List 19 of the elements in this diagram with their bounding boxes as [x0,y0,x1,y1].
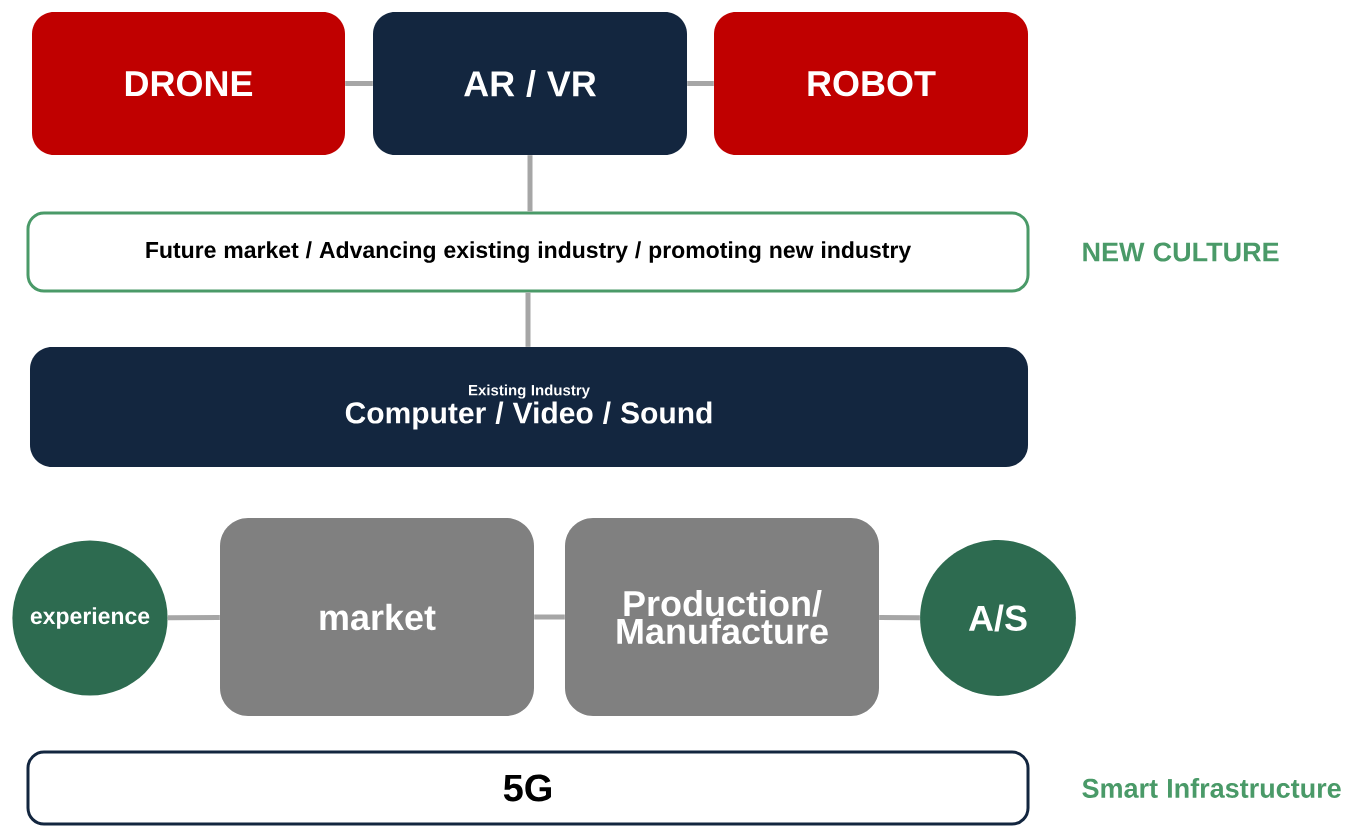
connector-line [527,155,533,212]
connector-line [345,81,373,86]
rounded-box: ROBOT [714,12,1028,155]
side-label: Smart Infrastructure [1082,778,1341,798]
circle-node: A/S [920,540,1076,696]
rounded-box: AR / VR [373,12,687,155]
connector-line [879,615,920,621]
connector-line [687,81,714,86]
rounded-box: market [220,518,534,716]
side-label: NEW CULTURE [1083,242,1279,262]
circle-node: experience [12,540,168,696]
connector-line [534,614,565,620]
rounded-box: DRONE [32,12,345,155]
rounded-box: Existing Industry Computer / Video / Sound [30,347,1028,467]
outlined-box: Future market / Advancing existing industry / promoting new industry [26,211,1030,293]
outlined-box: 5G [26,750,1030,826]
connector-line [167,615,220,621]
connector-line [525,292,531,347]
rounded-box: Production/ Manufacture [565,518,879,716]
